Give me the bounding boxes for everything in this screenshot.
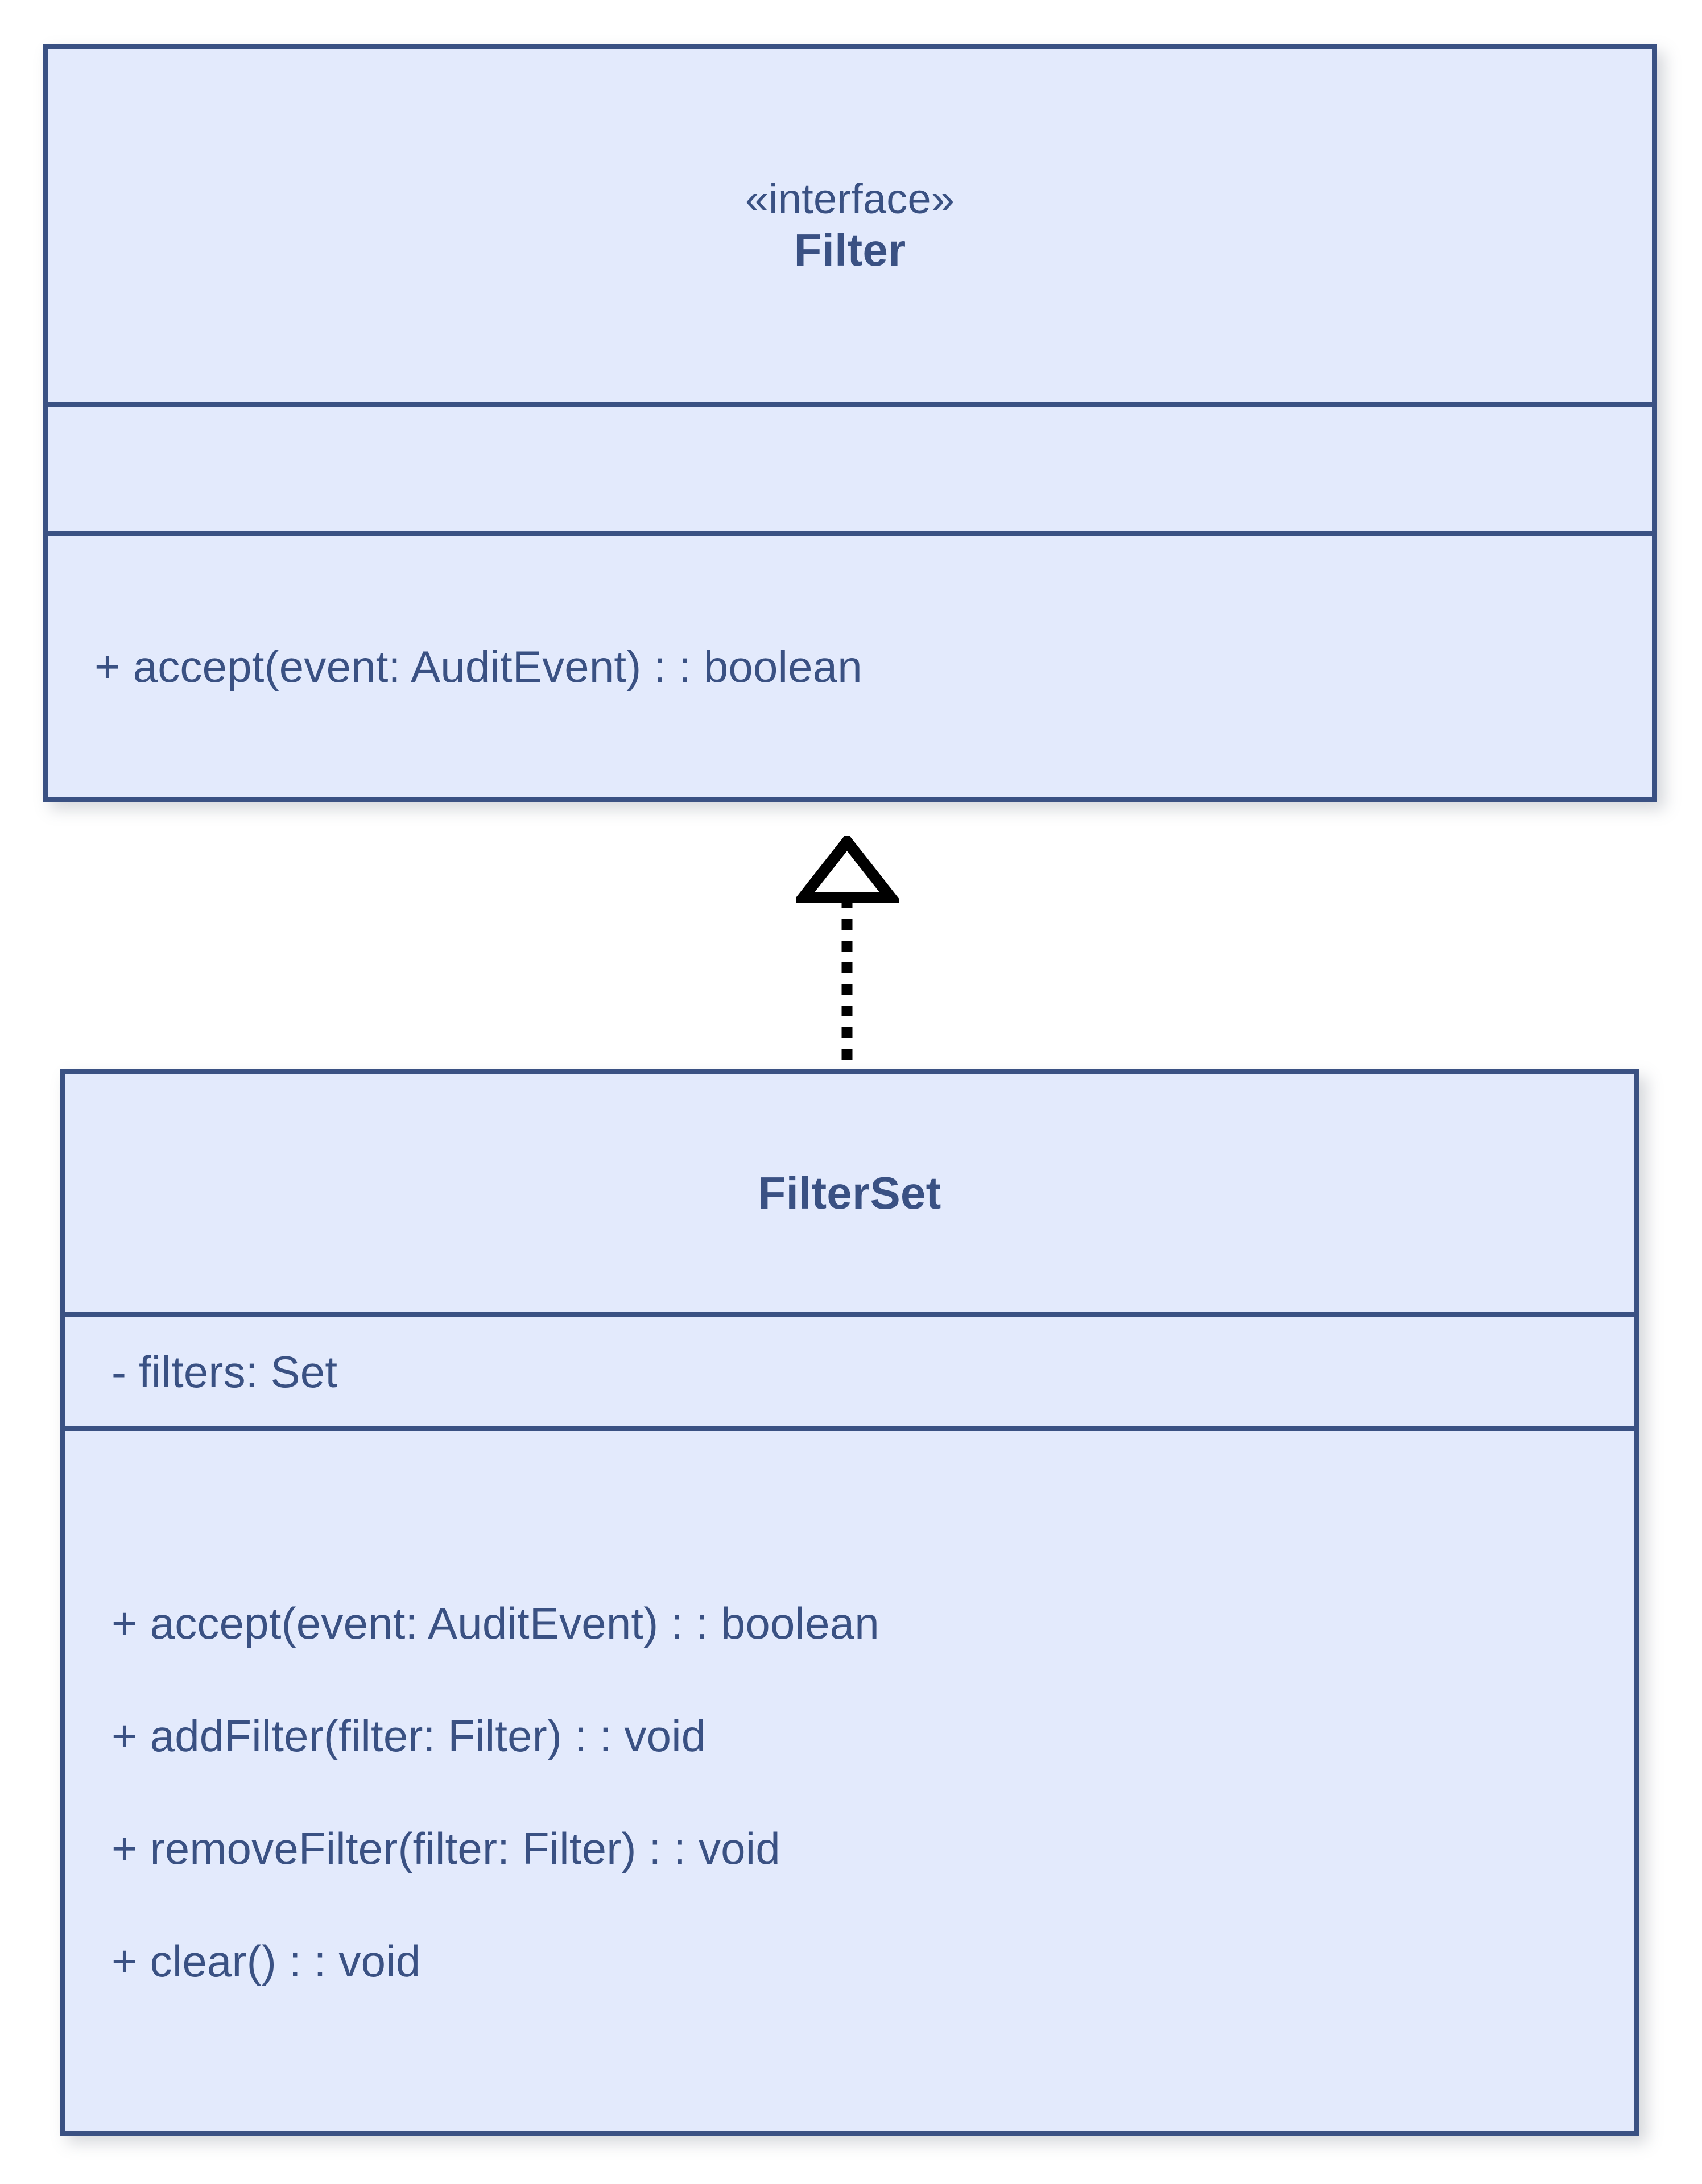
uml-class-filterset[interactable]: FilterSet - filters: Set + accept(event:… xyxy=(60,1069,1639,2136)
class-header-filterset: FilterSet xyxy=(65,1074,1634,1312)
hollow-triangle-arrowhead-icon xyxy=(796,836,899,903)
class-name-filter: Filter xyxy=(794,225,906,276)
method-line: + accept(event: AuditEvent) : : boolean xyxy=(94,642,862,692)
class-stereotype: «interface» xyxy=(745,175,955,223)
realization-connector[interactable] xyxy=(796,836,899,1075)
class-name-filterset: FilterSet xyxy=(758,1167,941,1218)
class-methods-filterset: + accept(event: AuditEvent) : : boolean … xyxy=(65,1426,1634,2131)
uml-class-filter[interactable]: «interface» Filter + accept(event: Audit… xyxy=(43,44,1657,802)
class-attributes-filterset: - filters: Set xyxy=(65,1312,1634,1426)
class-methods-filter: + accept(event: AuditEvent) : : boolean xyxy=(48,531,1652,797)
method-line: + clear() : : void xyxy=(111,1936,421,1986)
method-line: + addFilter(filter: Filter) : : void xyxy=(111,1711,707,1761)
class-header-filter: «interface» Filter xyxy=(48,49,1652,402)
method-line: + accept(event: AuditEvent) : : boolean xyxy=(111,1598,879,1648)
method-line: + removeFilter(filter: Filter) : : void xyxy=(111,1823,780,1873)
attribute-line: - filters: Set xyxy=(111,1346,338,1397)
class-attributes-filter xyxy=(48,402,1652,531)
